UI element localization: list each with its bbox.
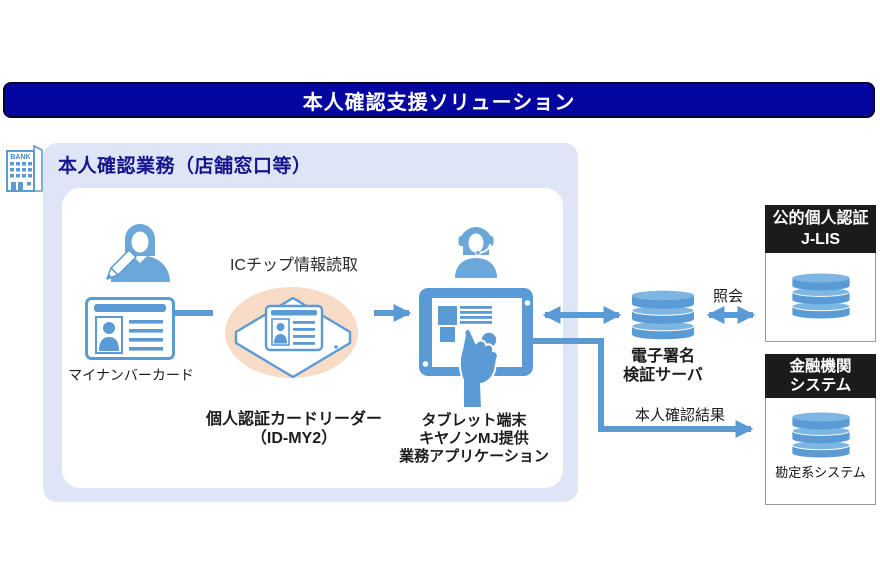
financial-system-header: 金融機関 システム <box>765 354 876 398</box>
ic-chip-read-label: ICチップ情報読取 <box>229 257 358 274</box>
financial-system-body: 勘定系システム <box>766 398 875 481</box>
tablet-with-hand-icon <box>419 288 533 408</box>
server-database-icon <box>631 290 695 340</box>
card-reader-label-line1: 個人認証カードリーダー <box>205 411 382 428</box>
tablet-screen-content <box>438 306 497 348</box>
financial-header-line1: 金融機関 <box>789 358 852 375</box>
touch-hand-glyph <box>458 327 499 408</box>
workflow-title: 本人確認業務（店舗窓口等） <box>58 156 312 177</box>
id-card-icon <box>85 297 175 360</box>
financial-system-box: 金融機関 システム 勘定系システム <box>765 354 876 505</box>
jlis-database-icon <box>791 273 850 319</box>
server-label-line2: 検証サーバ <box>623 367 703 384</box>
person-with-headset-icon <box>455 227 497 278</box>
inquiry-arrow-label: 照会 <box>712 288 743 305</box>
card-reader-label: 個人認証カードリーダー （ID-MY2） <box>184 410 404 448</box>
pencil-glyph <box>106 249 137 280</box>
card-reader-label-line2: （ID-MY2） <box>250 430 338 447</box>
mynumber-card-label: マイナンバーカード <box>68 367 194 383</box>
server-label: 電子署名 検証サーバ <box>601 347 725 385</box>
core-banking-label: 勘定系システム <box>775 465 866 480</box>
tablet-label-line3: 業務アプリケーション <box>399 448 549 465</box>
card-reader-with-card-icon <box>234 296 352 379</box>
server-label-line1: 電子署名 <box>630 348 695 365</box>
tablet-label-line2: キヤノンMJ提供 <box>419 430 529 447</box>
result-arrow-label: 本人確認結果 <box>634 407 725 424</box>
core-banking-database-icon <box>791 412 850 458</box>
banner-title: 本人確認支援ソリューション <box>302 91 576 114</box>
jlis-system-box: 公的個人認証 J-LIS <box>765 205 876 342</box>
bank-building-icon: BANK <box>6 144 43 192</box>
tablet-label-line1: タブレット端末 <box>421 412 527 429</box>
tablet-label: タブレット端末 キヤノンMJ提供 業務アプリケーション <box>389 412 559 466</box>
solution-banner: 本人確認支援ソリューション <box>3 82 875 118</box>
jlis-body <box>766 253 875 321</box>
financial-header-line2: システム <box>789 377 852 394</box>
jlis-header: 公的個人認証 J-LIS <box>765 205 876 253</box>
jlis-header-line1: 公的個人認証 <box>772 210 869 227</box>
person-with-pen-icon <box>106 224 170 282</box>
card-on-reader <box>264 304 324 352</box>
jlis-header-line2: J-LIS <box>800 231 841 248</box>
bank-sign-text: BANK <box>10 154 30 161</box>
